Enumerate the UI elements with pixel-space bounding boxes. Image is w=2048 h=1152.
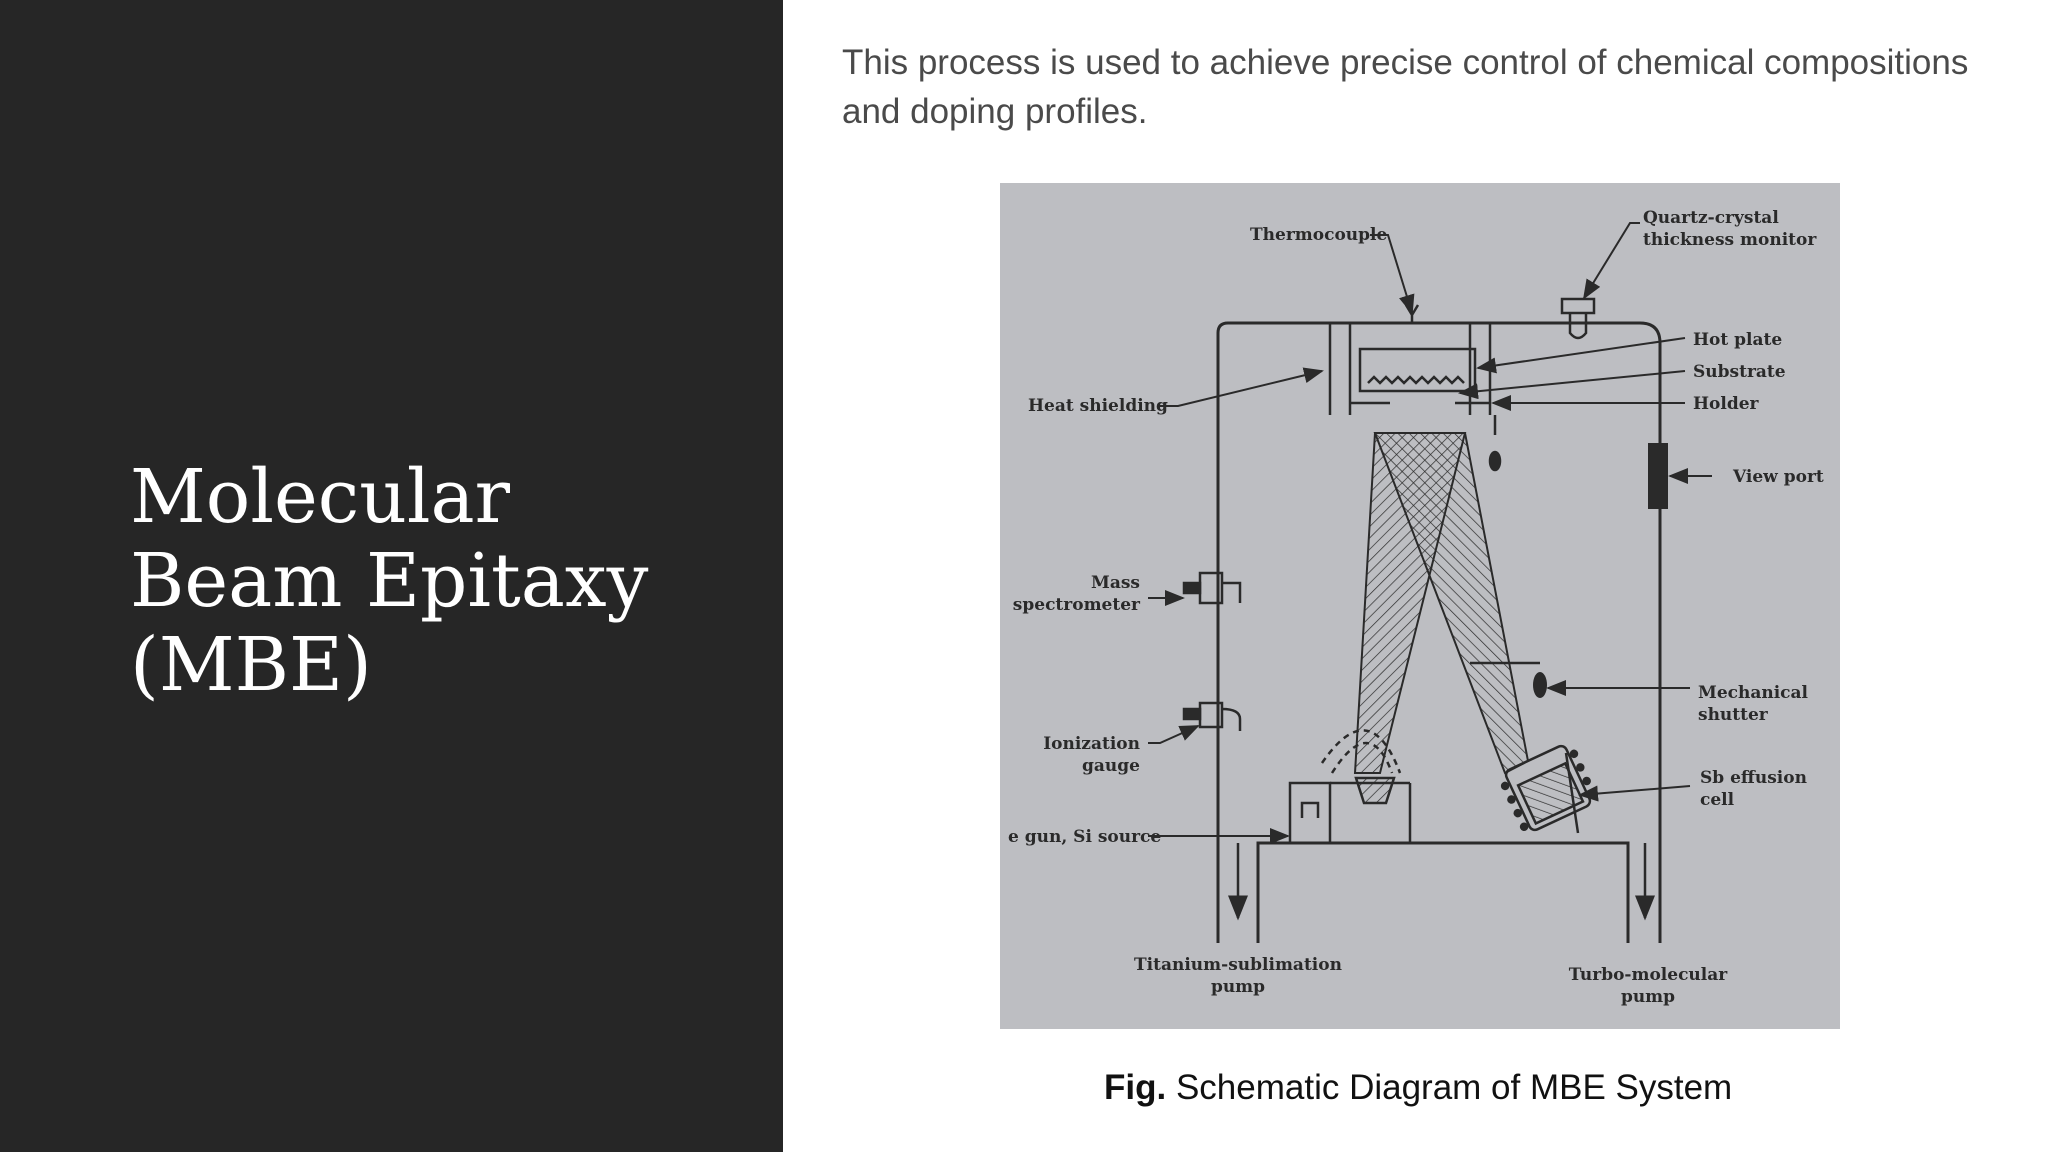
view-port (1648, 443, 1668, 509)
sb-effusion-cell (1500, 744, 1598, 834)
caption-text: Schematic Diagram of MBE System (1166, 1068, 1733, 1107)
caption-prefix: Fig. (1104, 1068, 1167, 1107)
label-quartz-line1: Quartz-crystal (1643, 208, 1779, 228)
label-thermocouple: Thermocouple (1250, 225, 1388, 245)
leader-lines (1148, 222, 1712, 844)
label-shutter-line2: shutter (1698, 705, 1769, 725)
slide-title: Molecular Beam Epitaxy (MBE) (130, 454, 649, 708)
label-ti-pump-line1: Titanium-sublimation (1134, 955, 1342, 975)
label-view-port: View port (1732, 467, 1824, 487)
label-substrate: Substrate (1693, 362, 1786, 382)
label-mass-line2: spectrometer (1013, 595, 1141, 615)
title-panel: Molecular Beam Epitaxy (MBE) (0, 0, 783, 1152)
label-ion-line2: gauge (1082, 756, 1140, 776)
label-quartz-line2: thickness monitor (1643, 230, 1817, 250)
label-turbo-pump-line2: pump (1621, 987, 1675, 1007)
label-sb-line2: cell (1700, 790, 1735, 810)
side-ports (1182, 571, 1242, 731)
label-ti-pump-line2: pump (1211, 977, 1265, 997)
chamber-outline (1216, 321, 1662, 943)
si-source (1288, 729, 1412, 845)
label-ion-line1: Ionization (1043, 734, 1140, 754)
quartz-monitor (1560, 297, 1596, 340)
label-hot-plate: Hot plate (1693, 330, 1782, 350)
mechanical-shutter (1470, 661, 1547, 698)
label-egun: e gun, Si source (1008, 827, 1161, 847)
pump-arrows (1228, 843, 1655, 921)
label-turbo-pump-line1: Turbo-molecular (1569, 965, 1728, 985)
molecular-beams (1353, 432, 1530, 775)
substrate-holder (1328, 304, 1502, 472)
figure-caption: Fig. Schematic Diagram of MBE System (1104, 1068, 1732, 1108)
mbe-schematic-figure: Thermocouple Quartz-crystal thickness mo… (1000, 183, 1840, 1029)
label-mass-line1: Mass (1091, 573, 1140, 593)
mbe-schematic-svg: Thermocouple Quartz-crystal thickness mo… (1008, 208, 1824, 1007)
intro-text: This process is used to achieve precise … (842, 43, 1969, 131)
label-sb-line1: Sb effusion (1700, 768, 1807, 788)
label-shutter-line1: Mechanical (1698, 683, 1809, 703)
label-holder: Holder (1693, 394, 1760, 414)
label-heat-shielding: Heat shielding (1028, 396, 1168, 416)
diagram-labels: Thermocouple Quartz-crystal thickness mo… (1008, 208, 1824, 1007)
